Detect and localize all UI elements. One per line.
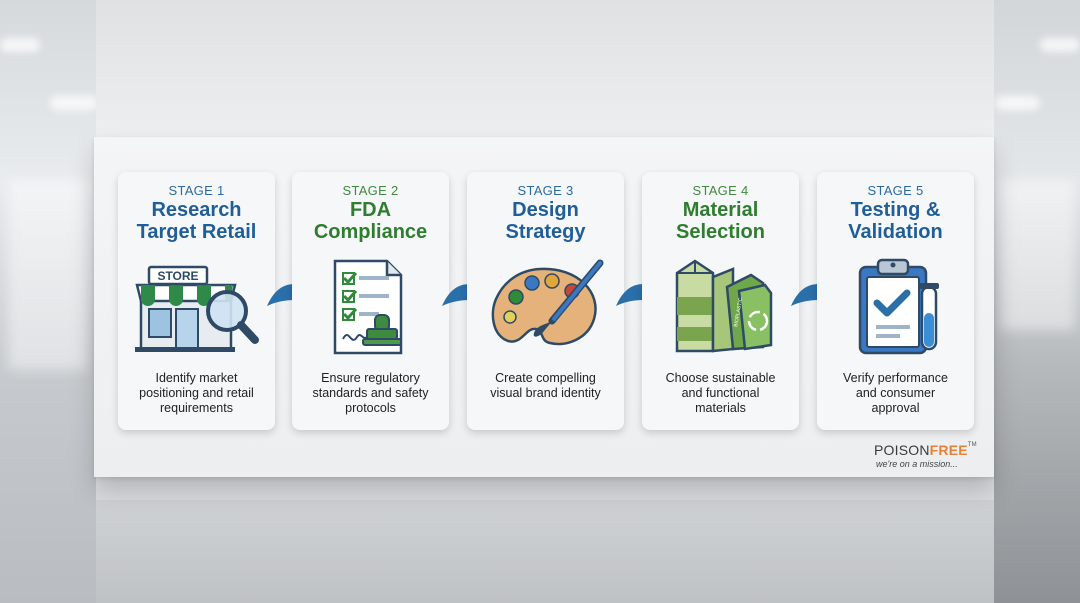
process-board: STAGE 1 Research Target Retail STORE Ide… <box>94 137 994 477</box>
stage-desc-line: and consumer <box>855 386 936 400</box>
stage-title-line: Research <box>151 199 242 221</box>
stage-desc-line: visual brand identity <box>490 386 601 400</box>
stage-title-line: Material <box>682 199 759 221</box>
clipboard-testtube-icon <box>858 258 939 355</box>
stage-desc-line: Choose sustainable <box>665 371 776 385</box>
stage-title: Research Target Retail <box>118 199 275 243</box>
stage-title-line: Design <box>512 199 579 221</box>
stage-description: Identify market positioning and retail r… <box>126 371 267 416</box>
store-magnifier-icon: STORE <box>135 265 259 352</box>
stage-desc-line: materials <box>695 401 746 415</box>
brand-name-part1: POISON <box>874 442 930 458</box>
stage-card-1: STAGE 1 Research Target Retail STORE Ide… <box>118 172 275 430</box>
stage-description: Ensure regulatory standards and safety p… <box>300 371 441 416</box>
stage-desc-line: standards and safety <box>312 386 429 400</box>
stage-desc-line: approval <box>871 401 920 415</box>
stage-title: FDA Compliance <box>292 199 449 243</box>
stage-label: STAGE 4 <box>692 183 749 198</box>
background-floor <box>96 500 994 603</box>
stage-card-3: STAGE 3 Design Strategy Create compellin… <box>467 172 624 430</box>
stage-desc-line: and functional <box>681 386 760 400</box>
brand-name: POISONFREETM <box>874 442 984 458</box>
stage-description: Choose sustainable and functional materi… <box>650 371 791 416</box>
store-sign-text: STORE <box>157 269 198 283</box>
stage-title: Design Strategy <box>467 199 624 243</box>
background-window <box>1000 180 1075 330</box>
ceiling-light <box>995 96 1040 110</box>
eco-packaging-icon: BIOPLASTIC <box>675 259 773 353</box>
stage-title-line: Validation <box>848 221 943 243</box>
stage-description: Verify performance and consumer approval <box>825 371 966 416</box>
stage-title: Material Selection <box>642 199 799 243</box>
ceiling-light <box>1040 38 1080 52</box>
stage-label: STAGE 3 <box>517 183 574 198</box>
background-window <box>8 180 88 370</box>
stage-label: STAGE 5 <box>867 183 924 198</box>
stage-label: STAGE 1 <box>168 183 225 198</box>
stage-desc-line: Create compelling <box>495 371 596 385</box>
brand-tagline: we're on a mission... <box>876 459 958 469</box>
package-label-text: BIOPLASTIC <box>733 297 744 327</box>
stage-card-2: STAGE 2 FDA Compliance Ensure regulatory… <box>292 172 449 430</box>
brand-logo: POISONFREETM we're on a mission... <box>874 442 984 469</box>
stage-desc-line: Ensure regulatory <box>321 371 420 385</box>
stage-card-4: STAGE 4 Material Selection BIOPLASTIC Ch… <box>642 172 799 430</box>
stage-description: Create compelling visual brand identity <box>475 371 616 401</box>
trademark-mark: TM <box>967 442 977 448</box>
stage-title-line: Selection <box>676 221 765 243</box>
stage-title-line: Testing & <box>850 199 941 221</box>
stage-title: Testing & Validation <box>817 199 974 243</box>
stage-desc-line: Identify market <box>155 371 238 385</box>
stage-title-line: Target Retail <box>136 221 257 243</box>
stage-desc-line: positioning and retail <box>139 386 254 400</box>
stage-title-line: Strategy <box>505 221 586 243</box>
stage-desc-line: protocols <box>345 401 396 415</box>
stage-desc-line: requirements <box>160 401 233 415</box>
ceiling-light <box>0 38 40 52</box>
stage-title-line: Compliance <box>313 221 428 243</box>
ceiling-light <box>50 96 98 110</box>
checklist-stamp-icon <box>333 259 403 355</box>
stage-title-line: FDA <box>349 199 392 221</box>
brand-name-part2: FREE <box>929 442 968 458</box>
stage-label: STAGE 2 <box>342 183 399 198</box>
paint-palette-icon <box>491 259 604 346</box>
stage-desc-line: Verify performance <box>843 371 948 385</box>
stage-card-5: STAGE 5 Testing & Validation Verify perf… <box>817 172 974 430</box>
